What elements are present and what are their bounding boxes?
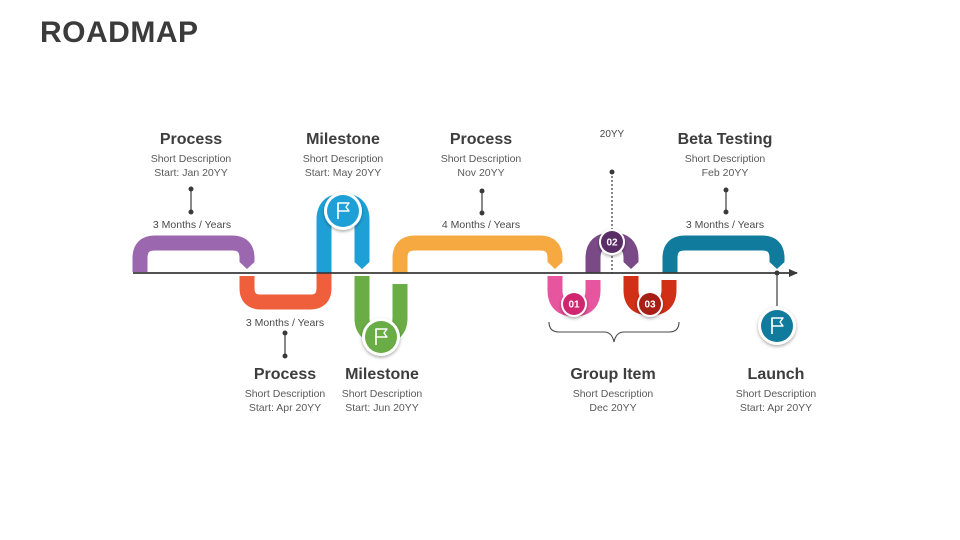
item-title: Milestone (306, 131, 380, 148)
item-date: Start: Apr 20YY (740, 402, 812, 414)
item-description: Short Description (736, 388, 817, 400)
item-description: Short Description (303, 153, 384, 165)
connector-dot (188, 186, 194, 192)
flag-cloth (375, 328, 388, 338)
item-date: Start: May 20YY (305, 167, 381, 179)
item-date: Start: Apr 20YY (249, 402, 321, 414)
flag-cloth (337, 202, 350, 212)
item-date: Start: Jan 20YY (154, 167, 228, 179)
item-title: Launch (748, 366, 805, 383)
tube-point (392, 284, 408, 291)
group-badge-02: 02 (599, 229, 625, 255)
badge-fill (601, 231, 623, 253)
connector-dot (723, 187, 729, 193)
connector-dot (479, 188, 485, 194)
tube-point (239, 262, 255, 269)
tube-process-1 (132, 235, 255, 272)
flag-icon (375, 328, 388, 345)
connector-dot (479, 210, 485, 216)
group-badge-03: 03 (637, 291, 663, 317)
connector-dot (282, 330, 288, 336)
launch-icon (758, 307, 796, 345)
badge-fill (563, 293, 585, 315)
badge-label: 02 (606, 238, 618, 249)
connector-dot (609, 169, 615, 175)
badge-fill (639, 293, 661, 315)
tube-beta (662, 235, 785, 273)
group-badge-01: 01 (561, 291, 587, 317)
connector-dot (774, 270, 780, 276)
duration-label: 4 Months / Years (442, 219, 520, 231)
item-title: Milestone (345, 366, 419, 383)
duration-label: 3 Months / Years (153, 219, 231, 231)
item-title: Beta Testing (678, 131, 773, 148)
tube-point (585, 284, 601, 291)
item-title: Process (160, 131, 222, 148)
item-description: Short Description (441, 153, 522, 165)
item-description: Short Description (685, 153, 766, 165)
item-title: Group Item (570, 366, 655, 383)
flag-cloth (771, 317, 784, 327)
connector-dot (188, 209, 194, 215)
flag-icon (337, 202, 350, 219)
item-title: Process (450, 131, 512, 148)
connector-dot (723, 209, 729, 215)
milestone-icon-2 (362, 318, 400, 356)
tube-point (547, 262, 563, 269)
badge-label: 03 (644, 300, 656, 311)
badge-label: 01 (568, 300, 580, 311)
group-brace (548, 321, 680, 343)
item-date: Start: Jun 20YY (345, 402, 419, 414)
tube-point (354, 262, 370, 269)
connector-process-1 (188, 186, 194, 215)
tube-point (316, 280, 332, 287)
tube-point (623, 262, 639, 269)
connector-beta (723, 187, 729, 215)
group-year-label: 20YY (600, 129, 625, 140)
tube-process-3 (392, 235, 563, 273)
item-date: Feb 20YY (702, 167, 749, 179)
duration-label: 3 Months / Years (246, 317, 324, 329)
item-date: Dec 20YY (589, 402, 636, 414)
item-description: Short Description (151, 153, 232, 165)
item-description: Short Description (342, 388, 423, 400)
tube-point (661, 284, 677, 291)
milestone-icon-1 (324, 192, 362, 230)
item-description: Short Description (245, 388, 326, 400)
connector-dot (282, 353, 288, 359)
item-description: Short Description (573, 388, 654, 400)
item-title: Process (254, 366, 316, 383)
item-date: Nov 20YY (457, 167, 504, 179)
tube-process-2 (239, 273, 332, 310)
connector-process-2 (282, 330, 288, 359)
duration-label: 3 Months / Years (686, 219, 764, 231)
flag-icon (771, 317, 784, 334)
connector-process-3 (479, 188, 485, 216)
tube-point (769, 262, 785, 269)
page-title: ROADMAP (40, 16, 199, 49)
